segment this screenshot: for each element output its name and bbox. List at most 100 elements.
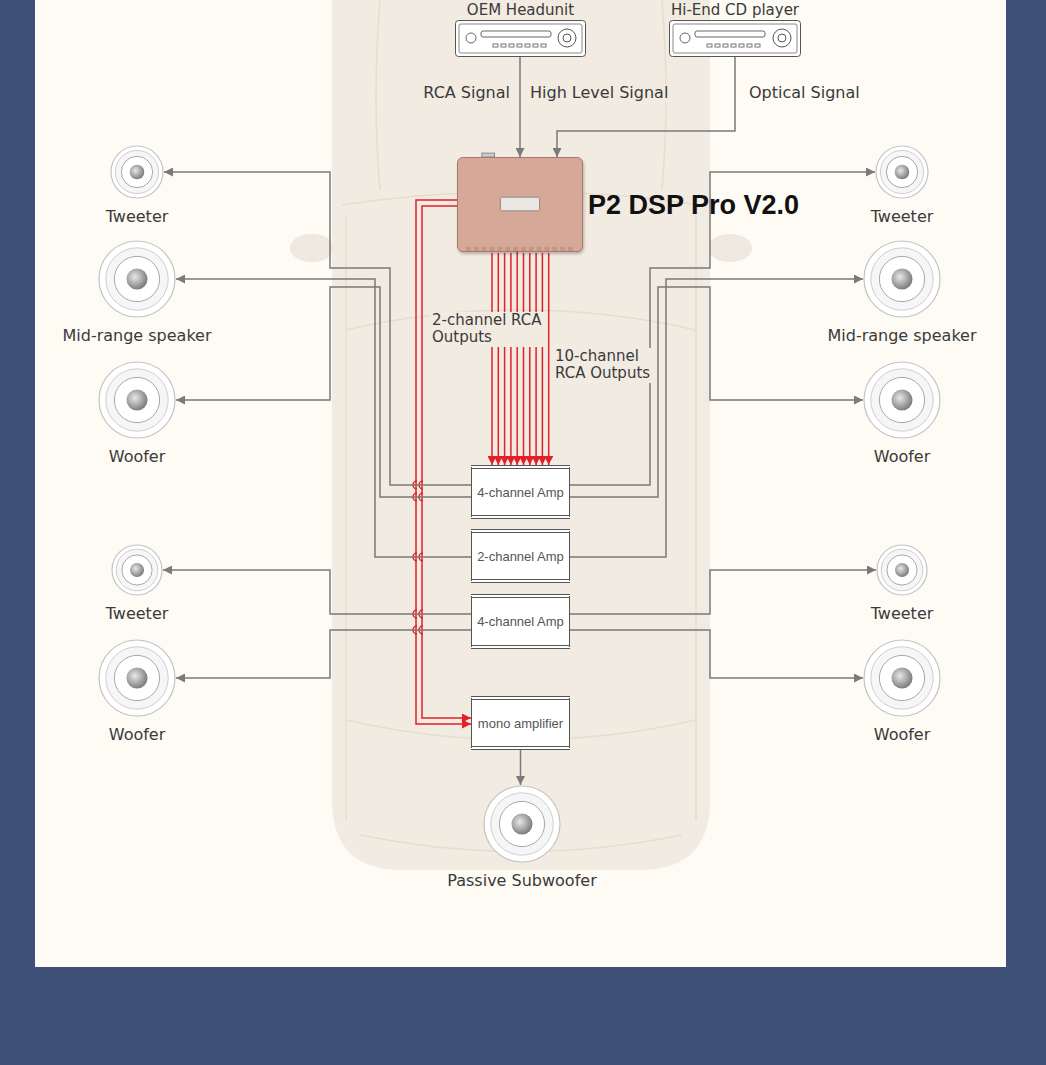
amp-label: 4-channel Amp [477, 485, 564, 500]
signal-wire [557, 57, 735, 157]
speaker-cone [499, 801, 544, 846]
signal-wire [516, 252, 518, 465]
rca-output-wire [548, 253, 550, 465]
speaker-icon [863, 361, 941, 439]
speaker-dustcap [130, 165, 145, 180]
amplifier-box: 2-channel Amp [471, 529, 570, 583]
unit-button [680, 33, 690, 43]
unit-button [723, 44, 728, 47]
head-unit-icon [669, 20, 801, 57]
speaker-surround [881, 549, 923, 591]
part-label: Tweeter [871, 604, 934, 623]
unit-button [739, 44, 744, 47]
speaker-dustcap [891, 268, 912, 289]
amp-label: mono amplifier [478, 716, 563, 731]
speaker-frame [864, 640, 940, 716]
speaker-dustcap [126, 667, 147, 688]
speaker-icon [110, 145, 164, 199]
speaker: Tweeter [876, 544, 928, 596]
speaker: Tweeter [875, 145, 929, 199]
speaker-surround [880, 150, 923, 193]
speaker-frame [877, 545, 927, 595]
speaker-cone [114, 655, 159, 700]
part-label: Woofer [109, 447, 166, 466]
part-label: Woofer [109, 725, 166, 744]
signal-wire [176, 630, 471, 678]
speaker-frame [99, 640, 175, 716]
rca-output-wire [529, 253, 531, 465]
speaker-dustcap [891, 667, 912, 688]
unit-button [755, 44, 760, 47]
dsp-pin [560, 247, 565, 251]
rca-output-wire [535, 253, 537, 465]
part-label: Mid-range speaker [62, 326, 211, 345]
signal-label: High Level Signal [528, 84, 670, 102]
speaker: Passive Subwoofer [483, 785, 561, 863]
speaker-icon [98, 639, 176, 717]
speaker-cone [886, 156, 917, 187]
unit-button [517, 44, 522, 47]
speaker-icon [111, 544, 163, 596]
dsp-pin [497, 247, 502, 251]
dsp-pin [513, 247, 518, 251]
speaker-cone [879, 256, 924, 301]
unit-face [673, 24, 797, 53]
amplifier-box: 4-channel Amp [471, 594, 570, 649]
signal-wire [570, 630, 863, 678]
rca-output-wire [498, 253, 500, 465]
speaker-frame [484, 786, 560, 862]
car-mirror [708, 234, 752, 262]
unit-button [525, 44, 530, 47]
rca-output-wire [523, 253, 525, 465]
speaker-dustcap [130, 563, 144, 577]
product-name: P2 DSP Pro V2.0 [588, 189, 799, 220]
speaker-cone [887, 555, 917, 585]
dsp-icon [458, 158, 582, 251]
speaker-cone [114, 377, 159, 422]
unit-button [466, 33, 476, 43]
signal-wire [163, 570, 471, 614]
unit-button [715, 44, 720, 47]
amplifier-box: mono amplifier [471, 696, 570, 750]
dsp-pin [490, 247, 495, 251]
part-label: Mid-range speaker [827, 326, 976, 345]
dsp-pin [482, 247, 487, 251]
dsp-pin [505, 247, 510, 251]
dsp-processor: P2 DSP Pro V2.0 [457, 157, 583, 252]
speaker-surround [106, 647, 168, 709]
unit-face [459, 24, 582, 53]
speaker: Woofer [863, 639, 941, 717]
part-label: Hi-End CD player [671, 1, 799, 19]
speaker-icon [863, 639, 941, 717]
disc-slot [481, 31, 551, 37]
volume-knob [778, 34, 786, 42]
dsp-pin [552, 247, 557, 251]
dsp-pin [521, 247, 526, 251]
speaker: Tweeter [110, 145, 164, 199]
speaker-surround [106, 369, 168, 431]
unit-button [731, 44, 736, 47]
amp-label: 2-channel Amp [477, 549, 564, 564]
speaker-surround [116, 549, 158, 591]
speaker-surround [871, 369, 933, 431]
rca-output-wire [542, 253, 544, 465]
signal-wire [416, 200, 471, 724]
speaker: Woofer [98, 639, 176, 717]
dsp-pin [537, 247, 542, 251]
speaker-surround [115, 150, 158, 193]
volume-knob [558, 29, 576, 47]
head-unit: Hi-End CD player [669, 20, 801, 57]
speaker-icon [483, 785, 561, 863]
part-label: Woofer [874, 447, 931, 466]
speaker-surround [871, 248, 933, 310]
speaker-surround [491, 793, 553, 855]
speaker-icon [98, 361, 176, 439]
speaker-dustcap [895, 165, 910, 180]
signal-wire [519, 57, 521, 157]
unit-button [493, 44, 498, 47]
part-label: Passive Subwoofer [447, 871, 596, 890]
speaker-dustcap [895, 563, 909, 577]
part-label: Tweeter [106, 604, 169, 623]
part-label: Woofer [874, 725, 931, 744]
